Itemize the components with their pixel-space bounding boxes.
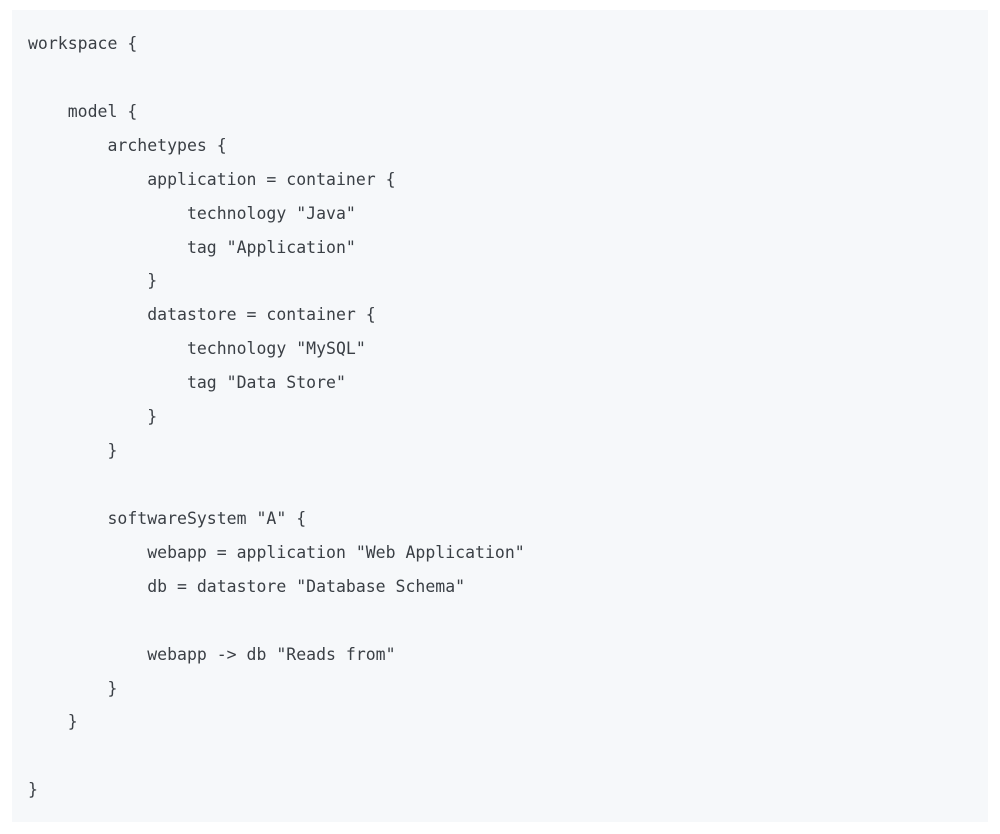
code-line-10: technology "MySQL" (28, 339, 366, 359)
code-line-20: } (28, 678, 118, 698)
code-lines: workspace { model { archetypes { applica… (28, 27, 525, 807)
code-line-15: softwareSystem "A" { (28, 508, 307, 528)
code-line-8: } (28, 271, 158, 291)
code-line-7: tag "Application" (28, 237, 356, 257)
code-line-22 (28, 739, 525, 773)
code-line-11: tag "Data Store" (28, 373, 346, 393)
code-line-2 (28, 61, 525, 95)
code-line-5: application = container { (28, 169, 396, 189)
code-line-19: webapp -> db "Reads from" (28, 644, 396, 664)
code-line-21: } (28, 712, 78, 732)
code-block: workspace { model { archetypes { applica… (12, 10, 988, 822)
code-line-14 (28, 468, 525, 502)
code-line-4: archetypes { (28, 135, 227, 155)
code-line-18 (28, 604, 525, 638)
code-line-6: technology "Java" (28, 203, 356, 223)
code-line-9: datastore = container { (28, 305, 376, 325)
code-line-1: workspace { (28, 34, 138, 53)
code-line-16: webapp = application "Web Application" (28, 542, 525, 562)
code-line-17: db = datastore "Database Schema" (28, 576, 466, 596)
code-line-23: } (28, 780, 38, 800)
code-line-12: } (28, 407, 158, 427)
code-line-3: model { (28, 101, 138, 121)
code-line-13: } (28, 441, 118, 461)
